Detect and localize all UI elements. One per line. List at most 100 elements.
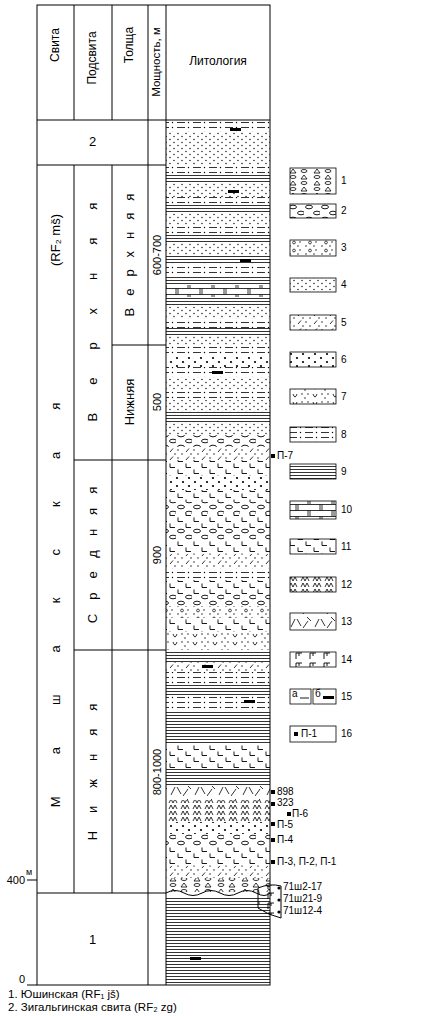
rock-band [166,235,270,243]
rock-band [166,447,270,460]
sample-mark [271,454,275,458]
legend-sample-label: П-1 [301,728,317,740]
rock-band [166,684,270,696]
sample-label: П-7 [277,450,293,462]
rock-band [166,540,270,554]
legend-number: 6 [341,354,347,366]
legend-number: 8 [341,429,347,441]
sample-label: П-4 [277,834,293,846]
legend-swatch [290,389,336,404]
legend-number: 14 [341,654,352,666]
legend-swatch [313,689,336,704]
legend-number: 13 [341,616,352,628]
table-grid [27,5,281,985]
legend-number: 16 [341,728,352,740]
lens-bar [190,957,201,960]
formation-name: Машакская [48,361,63,849]
rock-band [166,297,270,305]
legend-swatch [290,240,336,256]
column-header: Литология [189,55,247,69]
legend-dash [300,698,309,699]
rock-band [166,175,270,183]
rock-band [166,822,270,834]
rock-band [166,243,270,255]
rock-band [166,435,270,447]
rock-band [166,580,270,594]
rock-band [166,275,270,285]
sample-mark [271,822,275,826]
rock-band [166,120,270,132]
subformation-name: Верхняя [86,175,101,450]
legend-number: 15 [341,691,352,703]
rock-band [166,225,270,235]
legend-ground [290,168,336,194]
rock-band [166,345,270,355]
member-name: Нижняя [123,379,138,426]
legend-ground [290,539,336,554]
legend-ground [290,577,336,592]
legend-bar [323,696,334,699]
member-name: Верхняя [123,182,138,329]
rock-band [166,786,270,800]
unit-number: 1 [89,933,96,948]
legend-ground [290,464,336,479]
column-header: Мощность, м [150,27,163,97]
unit-number: 2 [89,135,96,150]
legend-sample-mark [294,732,298,736]
sample-mark [271,790,275,794]
legend-swatch [290,689,311,704]
sample-mark [287,812,291,816]
rock-band [166,412,270,422]
rock-band [166,866,270,878]
scale-value: 0 [19,973,25,986]
legend-swatch [290,168,336,194]
sample-mark [271,838,275,842]
rock-band [166,662,270,672]
legend-letter: а [292,688,298,700]
rock-band [166,165,270,175]
rock-band [166,205,270,213]
rock-band [166,476,270,490]
thickness-value: 800-1000 [151,749,164,796]
legend-number: 4 [341,279,347,291]
lens-bar [202,665,213,668]
legend-swatch [290,726,336,742]
rock-band [166,672,270,684]
rock-band [166,328,270,336]
legend-swatch [290,613,336,630]
lens-bar [228,190,239,193]
scale-ticks [27,880,37,985]
legend-swatch [290,278,336,292]
rock-band [166,696,270,710]
rock-band [166,554,270,568]
sample-mark [271,802,275,806]
legend-ground [290,427,336,442]
lens-bar [240,259,251,262]
legend-ground [290,240,336,256]
intrusion-wedge [258,885,281,918]
legend-number: 12 [341,579,352,591]
rock-band [166,618,270,632]
rock-band [166,846,270,866]
sample-label: 323 [277,797,294,809]
sample-label: 898 [277,786,294,798]
rock-band [166,213,270,225]
rock-band [166,834,270,846]
legend-number: 1 [341,175,347,187]
legend-number: 11 [341,541,351,553]
legend-number: 5 [341,317,347,329]
sample-mark [271,860,275,864]
rock-band [166,336,270,345]
legend-ground [290,352,336,367]
legend-swatch [290,464,336,479]
legend-number: 2 [341,205,347,217]
sample-label: 71ш21-9 [283,893,322,905]
rock-band [166,514,270,528]
legend-ground [290,278,336,292]
rock-band [166,528,270,540]
table-frame [37,5,270,985]
lithology-column [166,120,291,985]
rock-band [166,632,270,650]
